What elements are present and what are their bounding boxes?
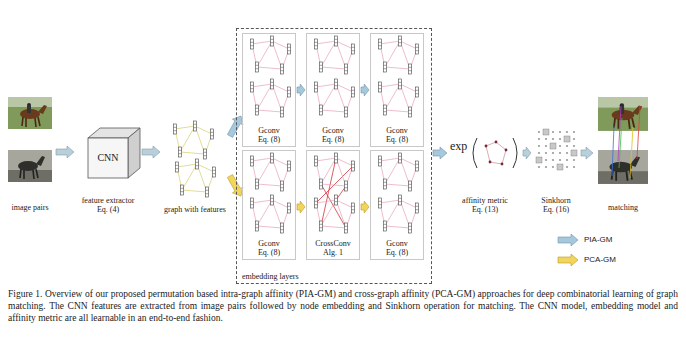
cnn-cube	[88, 128, 140, 178]
node-label: Gconv Eq. (8)	[254, 126, 284, 144]
node-label: Gconv Eq. (8)	[318, 126, 348, 144]
legend-text: PIA-GM	[584, 235, 612, 245]
node-label: embedding layers	[242, 272, 299, 281]
node-label: CrossConv Alg. 1	[313, 239, 353, 257]
node-label: graph with features	[164, 205, 226, 214]
gconv-panel: Gconv Eq. (8)	[306, 33, 360, 147]
matching-photos	[598, 97, 648, 184]
graph-box: graph with features	[161, 120, 229, 216]
block-arrow	[523, 147, 531, 159]
block-arrow	[56, 146, 74, 158]
node-label: Gconv Eq. (8)	[382, 126, 412, 144]
gconv-panel: Gconv Eq. (8)	[242, 150, 296, 260]
block-arrow	[361, 201, 369, 213]
gconv-panel: Gconv Eq. (8)	[370, 150, 424, 260]
node-label: Gconv Eq. (8)	[382, 239, 412, 257]
embedding-layers-box: embedding layers Gconv Eq. (8) Gconv Eq. (…	[236, 28, 432, 284]
gconv-panel: Gconv Eq. (8)	[370, 33, 424, 147]
block-label: CNN	[97, 153, 118, 163]
node-label: Gconv Eq. (8)	[254, 239, 284, 257]
node-label: affinity metric Eq. (13)	[459, 196, 511, 214]
block-arrow	[361, 84, 369, 96]
block-arrow	[297, 201, 305, 213]
graph-drawing	[251, 153, 419, 233]
legend-arrow	[558, 234, 578, 246]
photo	[8, 150, 52, 182]
node-label: matching	[608, 203, 638, 212]
sinkhorn-box: Sinkhorn Eq. (16)	[532, 124, 580, 216]
feature-graph	[174, 121, 216, 197]
crossconv-panel: CrossConv Alg. 1	[306, 150, 360, 260]
sinkhorn-matrix	[536, 129, 577, 170]
gconv-panel: Gconv Eq. (8)	[242, 33, 296, 147]
figure-caption: Figure 1. Overview of our proposed permu…	[8, 288, 678, 324]
matching-box: matching	[594, 94, 652, 214]
block-arrow	[142, 146, 160, 158]
cnn-block: CNN feature extractor Eq. (4)	[75, 124, 141, 216]
block-arrow	[297, 84, 305, 96]
affinity-formula	[473, 138, 517, 168]
exp-symbol: exp	[450, 139, 467, 153]
graph-drawing	[251, 36, 419, 117]
photo	[8, 97, 52, 129]
node-label: Sinkhorn Eq. (16)	[536, 196, 576, 214]
legend-text: PCA-GM	[584, 255, 616, 265]
legend-arrow	[558, 254, 578, 266]
image-pair-box: image pairs	[5, 94, 55, 214]
node-label: feature extractor Eq. (4)	[78, 196, 138, 214]
block-arrow	[581, 147, 593, 159]
node-label: image pairs	[11, 203, 48, 212]
block-arrow	[433, 147, 447, 159]
